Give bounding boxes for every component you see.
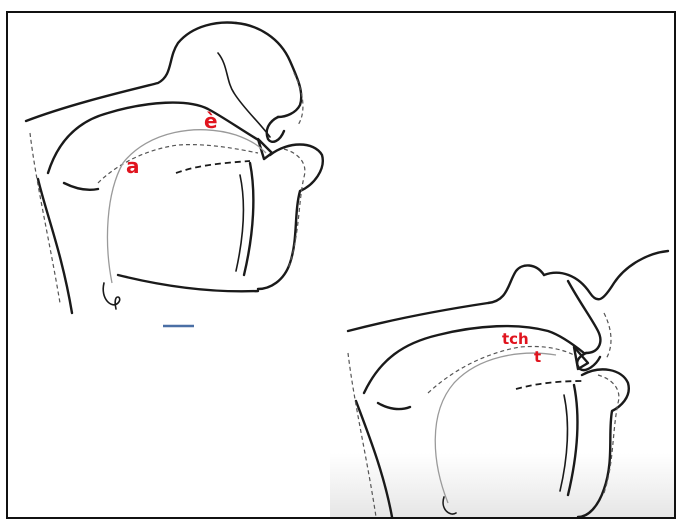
left-upper-lip-outer — [218, 53, 270, 137]
right-nose-top — [544, 251, 668, 299]
left-lower-lip — [258, 145, 323, 290]
left-lower-teeth — [244, 163, 253, 275]
left-jaw — [118, 275, 258, 291]
label-t: t — [534, 348, 541, 366]
right-pharynx-front — [378, 403, 410, 409]
left-nose — [236, 23, 301, 117]
label-a: a — [126, 154, 140, 178]
right-palate-dashed — [428, 346, 574, 393]
vocal-tract-diagrams: è a — [8, 13, 674, 517]
right-tongue-dash — [516, 381, 582, 389]
left-epiglottis — [103, 283, 120, 309]
left-lower-teeth-inner — [236, 175, 243, 271]
right-bottom-shade — [330, 453, 674, 517]
left-pharynx-front — [64, 183, 98, 190]
left-pharynx-dashed — [30, 133, 60, 303]
right-upper-contour — [348, 265, 544, 331]
label-e-grave: è — [204, 109, 218, 133]
right-vocal-tract: tch t — [330, 251, 674, 517]
left-upper-lip — [267, 117, 284, 142]
left-vocal-tract: è a — [26, 23, 323, 326]
left-tongue — [107, 130, 266, 283]
left-tongue-dash — [176, 161, 250, 173]
label-tch: tch — [502, 330, 529, 348]
left-pharynx-back — [38, 179, 72, 313]
right-nose — [568, 281, 600, 353]
figure-frame: è a — [6, 11, 676, 519]
